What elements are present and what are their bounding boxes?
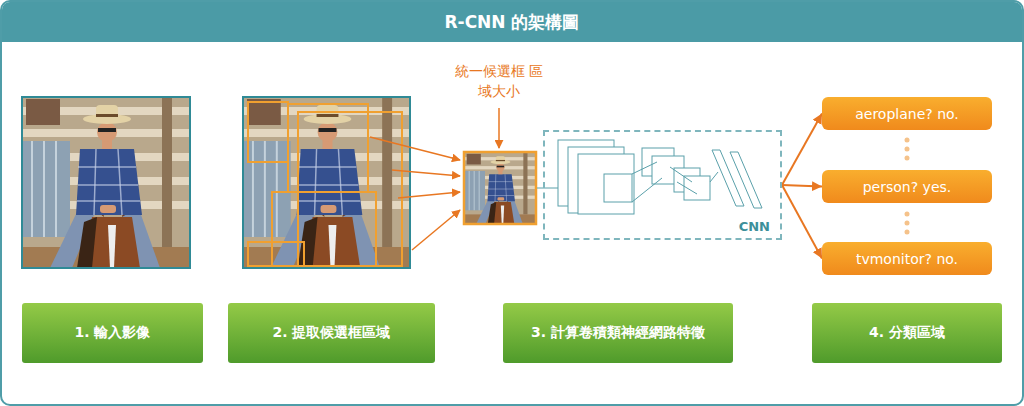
proposal-photo	[243, 97, 410, 268]
layer-link	[677, 182, 697, 194]
layer-link	[670, 167, 692, 182]
warped-region	[465, 153, 535, 223]
warped-frame	[464, 152, 536, 224]
proposal-box	[248, 102, 288, 162]
connector-arrow	[782, 114, 822, 186]
step-box: 3. 計算卷積類神經網路特徵	[503, 303, 733, 363]
label-text: 統一候選框 區域大小	[455, 63, 543, 99]
node-text: tvmonitor? no.	[856, 251, 958, 267]
node-text: 3. 計算卷積類神經網路特徵	[531, 324, 705, 342]
class-result-box: tvmonitor? no.	[822, 242, 992, 275]
proposal-box	[288, 104, 368, 192]
ellipsis-dot	[905, 147, 910, 152]
ellipsis-dot	[905, 138, 910, 143]
node-text: 4. 分類區域	[869, 324, 945, 342]
connector-arrow	[782, 185, 822, 187]
step-box: 4. 分類區域	[812, 303, 1002, 363]
proposal-arrow	[370, 137, 460, 160]
ellipsis-dot	[905, 230, 910, 235]
conv-kernel	[604, 174, 632, 202]
ellipsis-dot	[905, 156, 910, 161]
proposal-box	[248, 242, 304, 266]
node-text: 2. 提取候選框區域	[273, 324, 391, 342]
proposal-arrow	[398, 192, 460, 198]
photo-frame	[22, 97, 190, 268]
callout-arrow	[498, 108, 500, 148]
node-text: CNN	[739, 219, 770, 234]
layer-link	[632, 162, 657, 174]
node-text: aeroplane? no.	[855, 106, 959, 122]
proposal-box	[298, 112, 402, 266]
fc-layer	[730, 152, 762, 208]
step-box: 2. 提取候選框區域	[228, 303, 435, 363]
proposal-arrow	[412, 210, 460, 250]
layer-link	[632, 178, 662, 202]
title: R-CNN 的架構圖	[2, 2, 1022, 42]
class-result-box: person? yes.	[822, 170, 992, 203]
step-box: 1. 輸入影像	[22, 303, 203, 363]
input-photo	[22, 97, 190, 268]
layer-link	[710, 172, 718, 182]
photo-frame	[243, 97, 410, 268]
cnn-box: CNN	[543, 130, 782, 240]
proposal-box	[272, 192, 376, 266]
ellipsis-dot	[905, 212, 910, 217]
callout-text: 統一候選框 區域大小	[454, 62, 544, 101]
connector-arrow	[782, 185, 822, 259]
class-result-box: aeroplane? no.	[822, 97, 992, 130]
proposal-arrow	[392, 170, 460, 176]
ellipsis-dot	[905, 221, 910, 226]
conv-layer	[578, 154, 634, 214]
node-text: 1. 輸入影像	[75, 324, 151, 342]
node-text: person? yes.	[863, 179, 952, 195]
